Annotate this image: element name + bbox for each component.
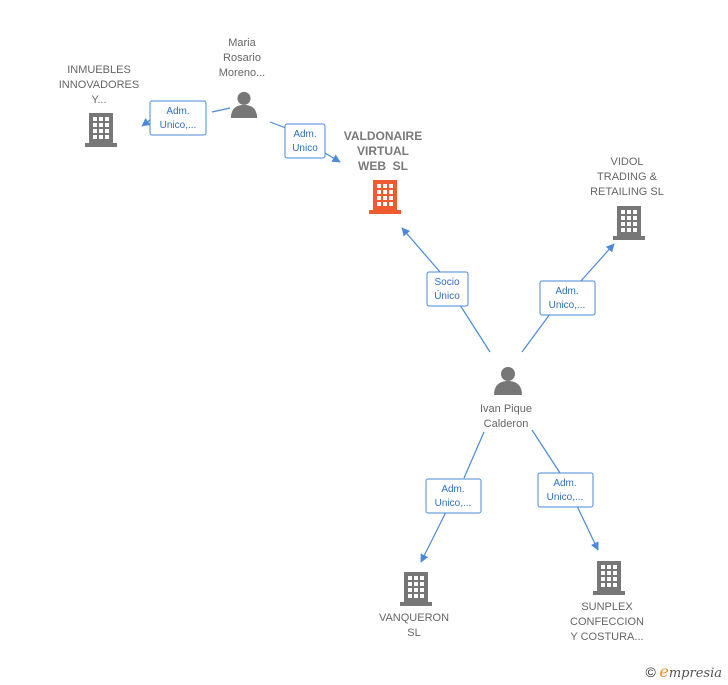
edge-label-box: [426, 271, 469, 307]
person-icon: [230, 91, 258, 118]
node-label-line: WEB SL: [358, 159, 408, 173]
copyright-icon: ©: [645, 664, 656, 680]
node-valdonaire-virtual-web[interactable]: VALDONAIRE VIRTUAL WEB SL: [344, 129, 422, 214]
node-inmuebles-innovadores[interactable]: INMUEBLES INNOVADORES Y...: [59, 64, 139, 147]
edge-label-line: Adm.: [293, 129, 316, 140]
building-icon: [400, 572, 432, 606]
node-vanqueron[interactable]: VANQUERON SL: [379, 572, 449, 639]
node-label-line: TRADING &: [597, 171, 658, 183]
edge-label-line: Socio: [434, 277, 459, 288]
node-label-line: CONFECCION: [570, 616, 644, 628]
node-label-line: Ivan Pique: [480, 403, 532, 415]
node-maria-rosario-moreno[interactable]: Maria Rosario Moreno...: [219, 37, 265, 118]
brand-logo-letter: e: [659, 662, 669, 681]
edge-label-box: [149, 100, 207, 136]
edge-ivan-sunplex[interactable]: Adm. Unico,...: [531, 429, 599, 551]
node-label-line: INMUEBLES: [67, 64, 131, 76]
brand-logo-text: mpresia: [668, 666, 722, 681]
node-label-line: VIRTUAL: [357, 144, 409, 158]
node-label-line: Maria: [228, 37, 256, 49]
node-label-line: VALDONAIRE: [344, 129, 422, 143]
node-label-line: Y COSTURA...: [570, 631, 643, 643]
building-icon: [369, 180, 401, 214]
edge-label-box: [284, 123, 326, 159]
brand-footer: © empresia: [645, 662, 722, 681]
node-label-line: SUNPLEX: [581, 601, 633, 613]
edge-label-box: [425, 478, 482, 514]
edge-label-line: Único: [434, 289, 460, 302]
edge-label-line: Unico,...: [547, 492, 584, 503]
node-label-line: Y...: [91, 94, 106, 106]
edge-label-line: Adm.: [166, 106, 189, 117]
node-ivan-pique-calderon[interactable]: Ivan Pique Calderon: [480, 367, 532, 430]
edge-ivan-valdonaire[interactable]: Socio Único: [401, 227, 491, 353]
node-label-line: Calderon: [484, 418, 529, 430]
edge-maria-inmuebles[interactable]: Adm. Unico,...: [141, 100, 231, 136]
edge-label-line: Adm.: [555, 286, 578, 297]
building-icon: [85, 113, 117, 147]
edge-label-line: Unico,...: [160, 120, 197, 131]
edge-label-line: Unico: [292, 143, 318, 154]
node-sunplex-confeccion[interactable]: SUNPLEX CONFECCION Y COSTURA...: [570, 561, 644, 643]
node-label-line: Moreno...: [219, 67, 265, 79]
edge-label-line: Unico,...: [549, 300, 586, 311]
node-label-line: INNOVADORES: [59, 79, 139, 91]
edge-label-box: [537, 472, 594, 508]
edge-label-line: Adm.: [441, 484, 464, 495]
edge-label-line: Adm.: [553, 478, 576, 489]
edge-ivan-vidol[interactable]: Adm. Unico,...: [521, 243, 615, 353]
edge-maria-valdonaire[interactable]: Adm. Unico: [269, 121, 341, 163]
node-label-line: Rosario: [223, 52, 261, 64]
edge-ivan-vanqueron[interactable]: Adm. Unico,...: [420, 431, 485, 563]
node-label-line: VANQUERON: [379, 612, 449, 624]
node-label-line: RETAILING SL: [590, 186, 664, 198]
building-icon: [593, 561, 625, 595]
edge-label-line: Unico,...: [435, 498, 472, 509]
person-icon: [494, 367, 522, 395]
node-label-line: SL: [407, 627, 420, 639]
node-label-line: VIDOL: [610, 156, 643, 168]
node-vidol-trading[interactable]: VIDOL TRADING & RETAILING SL: [590, 156, 664, 240]
building-icon: [613, 206, 645, 240]
edge-label-box: [539, 280, 596, 316]
